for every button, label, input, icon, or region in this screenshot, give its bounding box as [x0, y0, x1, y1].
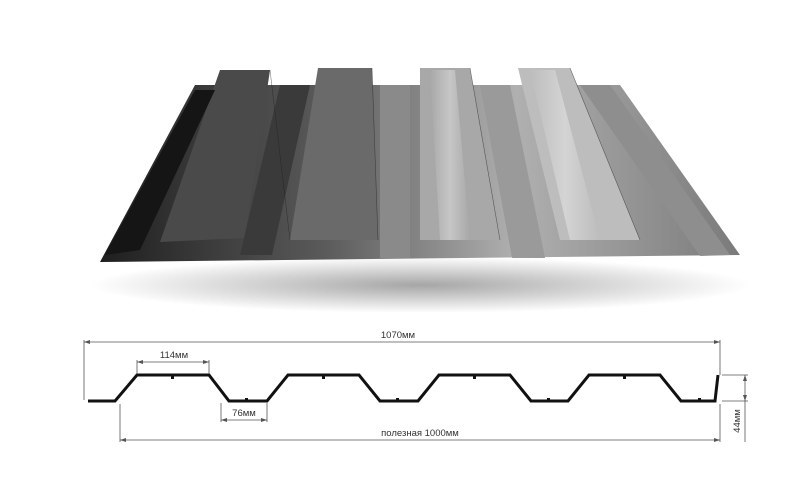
dim-height: 44мм — [732, 409, 743, 433]
sheet-highlight — [530, 70, 600, 240]
sheet-shadow — [90, 257, 750, 313]
sheet-highlight — [430, 70, 470, 240]
dim-total-width: 1070мм — [381, 330, 415, 341]
sheet-valley — [480, 85, 545, 258]
sheet-ridge — [290, 68, 378, 240]
dim-top-flange: 114мм — [160, 350, 188, 361]
sheet-3d-render — [100, 67, 740, 262]
profile-line — [88, 373, 720, 403]
sheet-valley — [105, 90, 215, 255]
dim-bottom-flange: 76мм — [232, 408, 256, 419]
sheet-valley — [240, 85, 310, 255]
sheet-ridge — [160, 70, 270, 242]
profile-drawing: 1070мм 114мм 76мм полезная 1000мм 44мм — [83, 330, 748, 442]
sheet-valley — [380, 85, 410, 258]
dim-useful-width: полезная 1000мм — [381, 428, 459, 439]
sheet-valley — [580, 85, 730, 256]
